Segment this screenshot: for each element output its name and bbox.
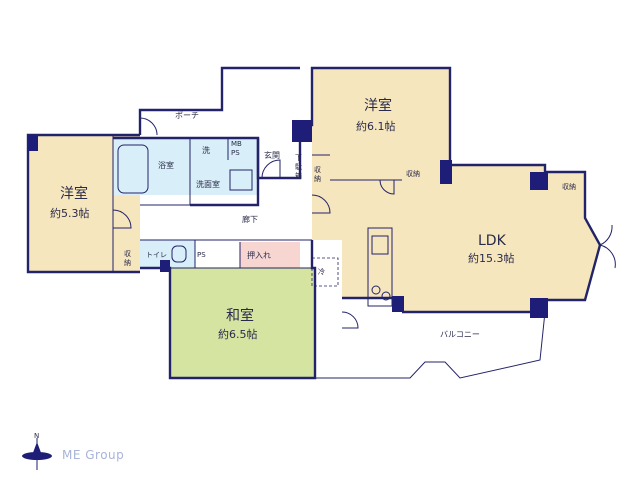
western-room-left-name: 洋室	[60, 185, 88, 202]
entrance-walls	[256, 125, 302, 180]
fridge-label: 冷	[318, 267, 325, 276]
storage-label-c: 収納	[562, 182, 576, 191]
japanese-room-size: 約6.5帖	[218, 327, 258, 341]
hallway-label: 廊下	[242, 214, 258, 224]
door-swing	[261, 159, 281, 179]
western-room-top-fill	[312, 68, 450, 180]
fridge-space	[311, 257, 339, 287]
bath-label: 浴室	[158, 160, 174, 170]
balcony-label: バルコニー	[440, 330, 480, 339]
door-swing	[599, 244, 616, 269]
storage-label-b: 収納	[406, 169, 420, 178]
western-room-top-size: 約6.1帖	[356, 119, 396, 133]
wash-label: 洗	[202, 145, 210, 155]
door-swing	[112, 209, 132, 229]
door-swing	[341, 311, 359, 329]
storage-label-d: 収納	[124, 250, 131, 267]
oshiire-label: 押入れ	[247, 250, 271, 260]
pillar	[440, 160, 452, 184]
oshiire-fill	[240, 242, 300, 268]
door-swing	[599, 224, 613, 246]
kitchen-sink	[371, 235, 389, 255]
door-swing	[311, 194, 331, 214]
compass-north-label: N	[34, 432, 39, 440]
ldk-size: 約15.3帖	[468, 251, 515, 265]
bathtub	[117, 144, 149, 194]
western-room-left-size: 約5.3帖	[50, 206, 90, 220]
balcony-outline	[314, 310, 546, 379]
toilet-bowl	[171, 245, 187, 263]
pillar	[160, 260, 170, 272]
brand-logo: ME Group	[62, 448, 125, 462]
porch-label: ポーチ	[175, 111, 199, 120]
door-swing	[379, 179, 395, 195]
kitchen-counter	[367, 227, 393, 307]
compass-icon: N	[22, 432, 52, 470]
japanese-room-fill	[170, 268, 315, 378]
pillar	[530, 172, 548, 190]
ps-label: PS	[197, 251, 206, 259]
ldk-name: LDK	[478, 233, 507, 249]
ldk-fill	[312, 165, 600, 312]
shoe-box-label: 下駄箱	[295, 154, 302, 180]
pillar	[292, 120, 312, 142]
porch-outline	[138, 66, 300, 135]
door-swing	[139, 117, 158, 136]
entrance-label: 玄関	[264, 150, 280, 160]
japanese-room-name: 和室	[226, 307, 254, 324]
toilet-label: トイレ	[146, 251, 167, 259]
washroom-fill	[190, 138, 258, 195]
left-room-walls	[26, 133, 140, 274]
pillar	[530, 298, 548, 318]
stove-burner	[381, 291, 391, 301]
pillar	[392, 296, 404, 312]
storage-label-a: 収納	[314, 166, 321, 183]
bath-fill	[113, 138, 190, 195]
stove-burner	[371, 285, 381, 295]
pillar	[28, 135, 38, 151]
washroom-label: 洗面室	[196, 179, 220, 189]
western-room-top-name: 洋室	[364, 97, 392, 114]
sink	[229, 169, 253, 191]
